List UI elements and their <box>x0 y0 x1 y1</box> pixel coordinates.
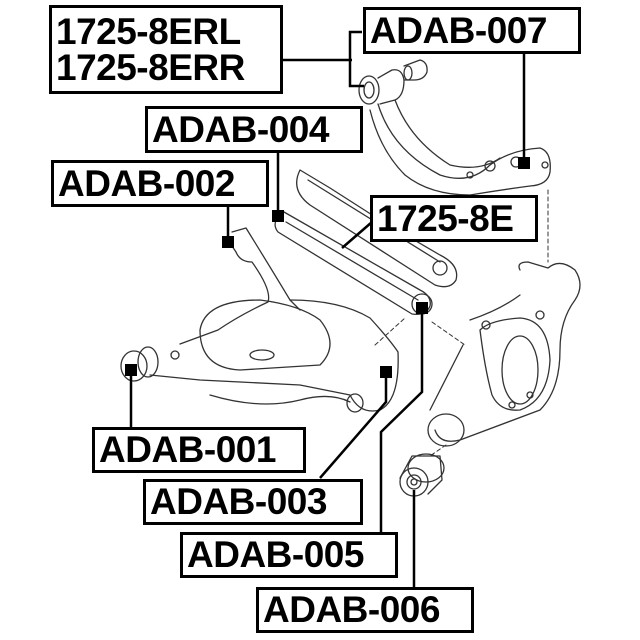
lateral-link-drawing <box>274 169 458 315</box>
label-text: ADAB-006 <box>263 589 440 630</box>
label-text: ADAB-001 <box>99 429 276 470</box>
label-adab-004[interactable]: ADAB-004 <box>145 106 363 153</box>
label-text: 1725-8E <box>377 197 514 239</box>
label-text: 1725-8ERR <box>56 46 245 88</box>
label-1725-8erl-8err[interactable]: 1725-8ERL 1725-8ERR <box>49 5 283 94</box>
label-adab-001[interactable]: ADAB-001 <box>92 427 306 473</box>
label-text: ADAB-007 <box>370 9 547 51</box>
label-adab-006[interactable]: ADAB-006 <box>256 587 474 633</box>
bushing-markers <box>125 157 530 378</box>
label-text: ADAB-004 <box>152 108 329 150</box>
lower-control-arm-drawing <box>120 227 399 413</box>
label-adab-003[interactable]: ADAB-003 <box>143 479 363 525</box>
label-adab-005[interactable]: ADAB-005 <box>180 532 398 578</box>
label-text: ADAB-005 <box>187 534 364 575</box>
knuckle-bushing-drawing <box>399 453 445 497</box>
label-text: 1725-8ERL <box>56 10 241 52</box>
leader-lines <box>129 30 526 590</box>
label-adab-002[interactable]: ADAB-002 <box>51 160 269 207</box>
label-1725-8e[interactable]: 1725-8E <box>370 195 538 242</box>
label-text: ADAB-003 <box>150 481 327 522</box>
knuckle-drawing <box>427 261 581 447</box>
upper-arm-drawing <box>358 59 551 196</box>
label-text: ADAB-002 <box>58 162 235 204</box>
label-adab-007[interactable]: ADAB-007 <box>363 7 581 54</box>
